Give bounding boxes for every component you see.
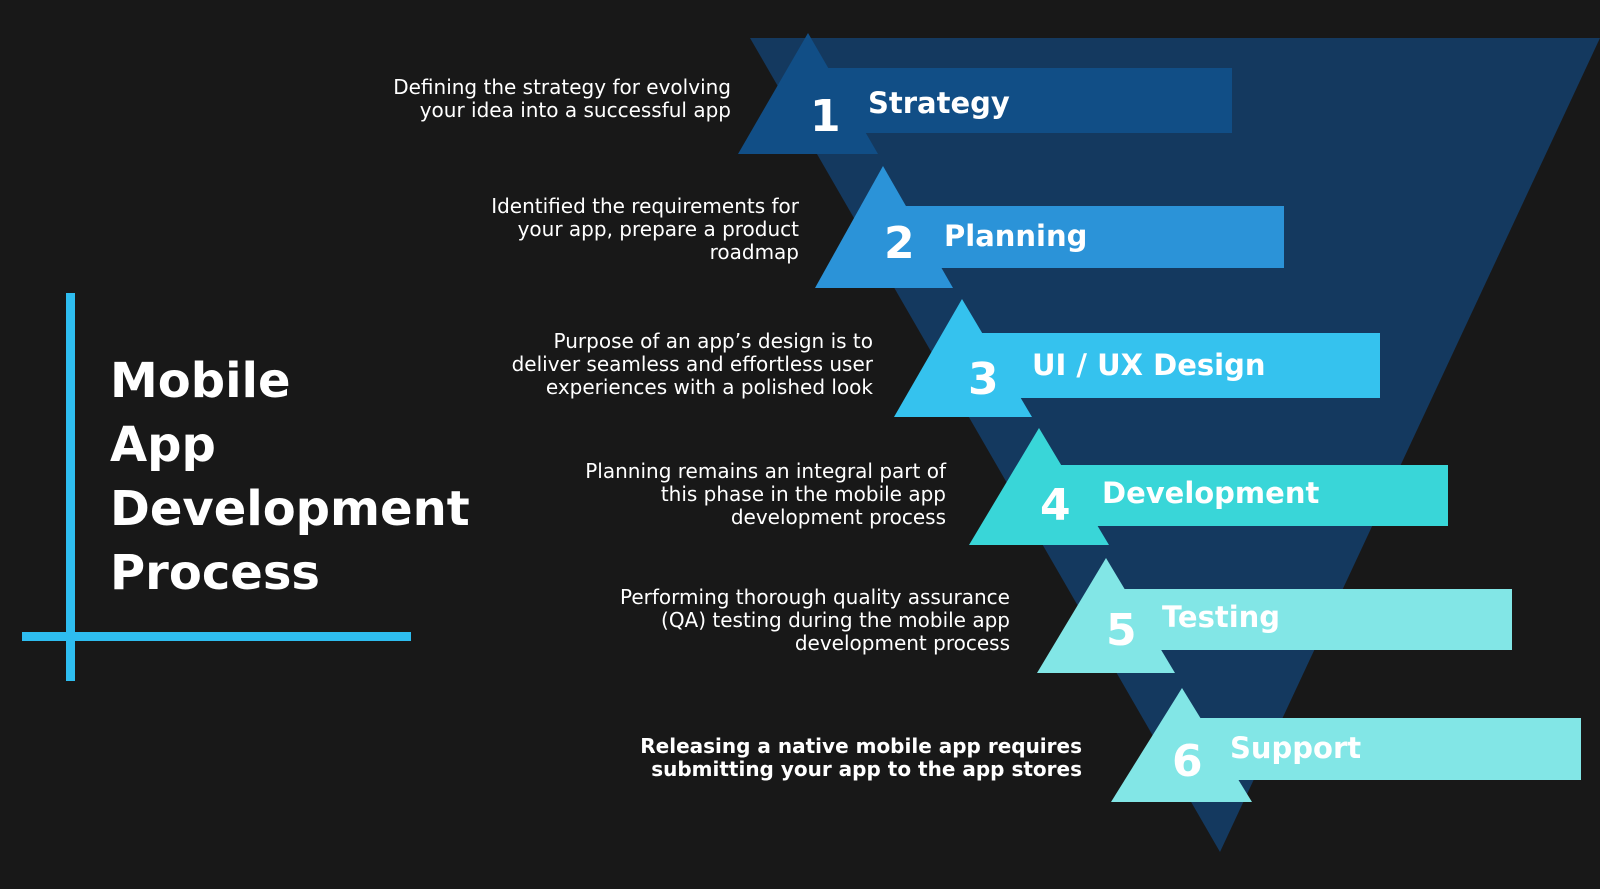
step-1-banner: 1 Strategy: [738, 33, 1232, 154]
step-5-label-bar: [1106, 589, 1512, 650]
step-2-description: Identified the requirements for your app…: [491, 195, 799, 264]
title-line-app: App: [110, 417, 216, 473]
step-5-description-line: development process: [794, 631, 1010, 655]
step-2-number: 2: [884, 218, 915, 269]
step-2-description-line: your app, prepare a product: [517, 217, 799, 241]
step-5-description-line: Performing thorough quality assurance: [620, 585, 1010, 609]
step-2-label-bar: [883, 206, 1284, 268]
step-3-label: UI / UX Design: [1032, 348, 1265, 382]
step-1-label: Strategy: [868, 86, 1010, 120]
step-2-description-line: roadmap: [709, 240, 799, 264]
step-4-label: Development: [1102, 476, 1319, 510]
title-line-mobile: Mobile: [110, 353, 291, 409]
step-3-description-line: Purpose of an app’s design is to: [553, 329, 873, 353]
step-4-description-line: development process: [730, 505, 946, 529]
step-4-description-line: Planning remains an integral part of: [585, 459, 946, 483]
step-2-banner: 2 Planning: [815, 166, 1284, 288]
step-1-label-bar: [808, 68, 1232, 133]
step-6-number: 6: [1172, 736, 1203, 787]
step-2-description-line: Identified the requirements for: [491, 194, 799, 218]
step-1-number: 1: [810, 91, 841, 142]
step-3-description: Purpose of an app’s design is to deliver…: [512, 330, 873, 399]
step-6-description-line: submitting your app to the app stores: [651, 757, 1082, 781]
step-6-description-line: Releasing a native mobile app requires: [640, 734, 1082, 758]
step-5-description-line: (QA) testing during the mobile app: [661, 608, 1010, 632]
title-line-development: Development: [110, 481, 470, 537]
step-1-description-line: Defining the strategy for evolving: [393, 75, 731, 99]
step-3-banner: 3 UI / UX Design: [894, 299, 1380, 417]
step-5-description: Performing thorough quality assurance (Q…: [620, 586, 1010, 655]
step-4-label-bar: [1039, 465, 1448, 526]
step-6-label: Support: [1230, 731, 1361, 765]
step-3-label-bar: [962, 333, 1380, 398]
step-6-label-bar: [1182, 718, 1581, 780]
step-5-number: 5: [1106, 605, 1137, 656]
step-6-description: Releasing a native mobile app requires s…: [640, 735, 1082, 781]
step-3-number: 3: [968, 354, 999, 405]
title-accent-vertical-bar: [66, 293, 75, 681]
title-accent-horizontal-bar: [22, 632, 411, 641]
step-3-description-line: experiences with a polished look: [545, 375, 873, 399]
step-5-label: Testing: [1162, 600, 1280, 634]
step-1-description: Defining the strategy for evolving your …: [393, 76, 731, 122]
step-1-description-line: your idea into a successful app: [419, 98, 731, 122]
step-4-description-line: this phase in the mobile app: [660, 482, 946, 506]
step-2-label: Planning: [944, 219, 1087, 253]
step-4-number: 4: [1040, 480, 1071, 531]
step-3-description-line: deliver seamless and effortless user: [511, 352, 873, 376]
step-5-banner: 5 Testing: [1037, 558, 1512, 673]
step-6-banner: 6 Support: [1111, 688, 1581, 802]
step-4-banner: 4 Development: [969, 428, 1448, 545]
step-4-description: Planning remains an integral part of thi…: [585, 460, 946, 529]
title-line-process: Process: [110, 545, 320, 601]
